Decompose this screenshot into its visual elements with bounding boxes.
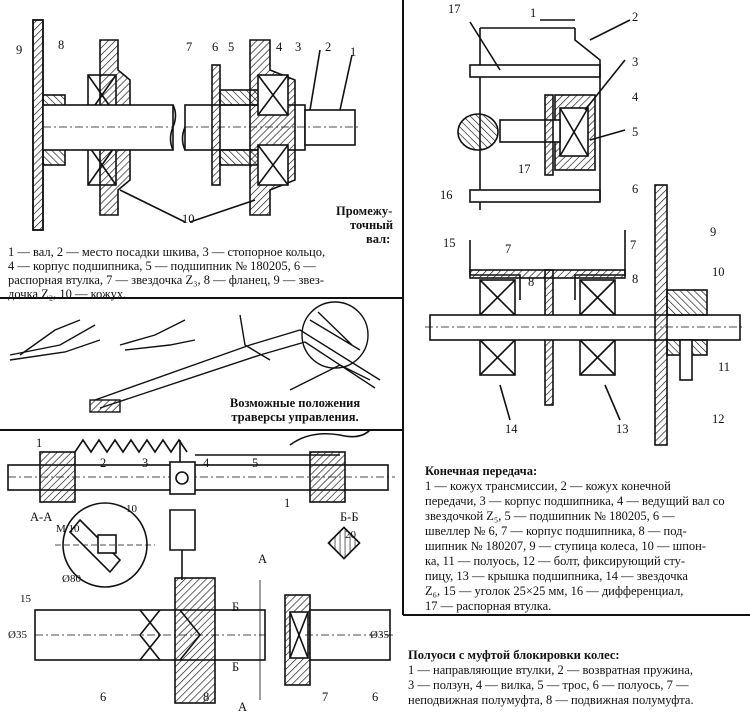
label-8: 8	[632, 272, 639, 286]
final-drive-title: Конечная передача:	[425, 464, 538, 478]
legend-line: передачи, 3 — корпус подшипника, 4 — вед…	[425, 494, 725, 508]
label-5: 5	[252, 456, 259, 470]
final-drive-drawing	[425, 19, 745, 446]
legend-line: 3 — ползун, 4 — вилка, 5 — трос, 6 — пол…	[408, 678, 689, 692]
label-7: 7	[322, 690, 329, 704]
label-8: 8	[203, 690, 210, 704]
caption-line-1: Возможные положения	[229, 396, 361, 410]
legend-line: дочка Z₂, 10 — кожух.	[8, 287, 127, 301]
label-11: 11	[718, 360, 731, 374]
label-6b: 6	[372, 690, 379, 704]
label-7b: 7	[630, 238, 637, 252]
label-13: 13	[616, 422, 629, 436]
label-16: 16	[440, 188, 453, 202]
legend-line: 17 — распорная втулка.	[425, 599, 552, 613]
legend-line: распорная втулка, 7 — звездочка Z₃, 8 — …	[8, 273, 325, 287]
legend-line: шипник № 180207, 9 — ступица колеса, 10 …	[425, 539, 707, 553]
label-4: 4	[203, 456, 210, 470]
legend-line: швеллер № 6, 7 — корпус подшипника, 8 — …	[425, 524, 687, 538]
label-1: 1	[350, 45, 357, 59]
label-6: 6	[212, 40, 219, 54]
dim-m10: М 10	[56, 523, 80, 535]
dim-20: 20	[345, 529, 356, 541]
label-1: 1	[36, 436, 43, 450]
traverse-drawing	[9, 301, 381, 413]
label-1: 1	[530, 6, 537, 20]
label-6: 6	[100, 690, 107, 704]
section-label-aa: А-А	[30, 510, 53, 524]
title-line-2: точный	[350, 218, 394, 232]
label-1b: 1	[284, 496, 291, 510]
label-7: 7	[505, 242, 512, 256]
label-2: 2	[325, 40, 332, 54]
title-line-3: вал:	[366, 232, 391, 246]
legend-line: звездочкой Z₅, 5 — подшипник № 180205, 6…	[425, 509, 675, 523]
label-3: 3	[295, 40, 302, 54]
legend-line: 1 — вал, 2 — место посадки шкива, 3 — ст…	[8, 245, 326, 259]
section-label-bb: Б-Б	[340, 510, 359, 524]
section-mark-b-top: Б	[232, 600, 240, 614]
label-17b: 17	[518, 162, 531, 176]
section-mark-a-top: А	[258, 552, 268, 566]
panel-borders	[0, 0, 750, 616]
label-4: 4	[632, 90, 639, 104]
label-10: 10	[182, 212, 195, 226]
label-4: 4	[276, 40, 283, 54]
dim-80: Ø80	[62, 573, 81, 585]
label-5: 5	[632, 125, 639, 139]
legend-line: пицу, 13 — крышка подшипника, 14 — звезд…	[425, 569, 688, 583]
label-9: 9	[16, 43, 23, 57]
label-14: 14	[505, 422, 518, 436]
half-axles-title: Полуоси с муфтой блокировки колес:	[408, 648, 620, 662]
label-9: 9	[710, 225, 717, 239]
legend-line: Z₆, 15 — уголок 25×25 мм, 16 — дифференц…	[425, 584, 684, 598]
label-7: 7	[186, 40, 193, 54]
label-5: 5	[228, 40, 235, 54]
title-line-1: Промежу-	[336, 204, 393, 218]
section-mark-a-bottom: А	[238, 700, 248, 714]
dim-35-right: Ø35	[370, 629, 389, 641]
legend-line: 1 — кожух трансмиссии, 2 — кожух конечно…	[425, 479, 671, 493]
label-6: 6	[632, 182, 639, 196]
dim-15: 15	[20, 593, 31, 605]
label-3: 3	[632, 55, 639, 69]
label-15: 15	[443, 236, 456, 250]
label-17: 17	[448, 2, 461, 16]
label-12: 12	[712, 412, 725, 426]
label-2: 2	[632, 10, 639, 24]
label-8b: 8	[528, 275, 535, 289]
legend-line: 4 — корпус подшипника, 5 — подшипник № 1…	[8, 259, 316, 273]
half-axles-drawing	[7, 429, 395, 704]
caption-line-2: траверсы управления.	[231, 410, 359, 424]
intermediate-shaft-drawing	[32, 19, 360, 231]
section-mark-b-bottom: Б	[232, 660, 240, 674]
label-2: 2	[100, 456, 107, 470]
dim-35-left: Ø35	[8, 629, 27, 641]
legend-line: неподвижная полумуфта, 8 — подвижная пол…	[408, 693, 694, 707]
label-8: 8	[58, 38, 65, 52]
legend-line: 1 — направляющие втулки, 2 — возвратная …	[408, 663, 693, 677]
dim-10: 10	[126, 503, 137, 515]
legend-line: ка, 11 — полуось, 12 — болт, фиксирующий…	[425, 554, 686, 568]
label-3: 3	[142, 456, 149, 470]
label-10: 10	[712, 265, 725, 279]
